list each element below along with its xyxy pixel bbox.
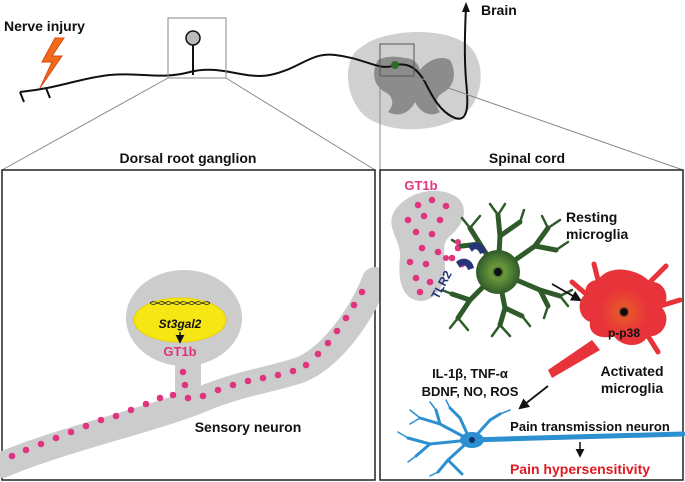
- spinal-terminal-icon: [391, 61, 399, 69]
- activated-label-1: Activated: [600, 363, 663, 379]
- gt1b-spinal-label: GT1b: [404, 178, 437, 193]
- nerve-fiber: [19, 2, 470, 120]
- pain-transmission-neuron: [397, 399, 685, 477]
- sensory-neuron-label: Sensory neuron: [195, 419, 302, 435]
- drg-zoom-box: [167, 17, 227, 79]
- nerve-injury-label: Nerve injury: [4, 18, 85, 34]
- dna-icon: [149, 301, 211, 305]
- gt1b-drg-label: GT1b: [163, 344, 196, 359]
- cytokines-label-2: BDNF, NO, ROS: [422, 384, 519, 399]
- pain-neuron-nucleus: [469, 437, 475, 443]
- spinal-cord-title: Spinal cord: [489, 150, 565, 166]
- activated-label-2: microglia: [601, 380, 663, 396]
- release-arrow: [518, 385, 549, 410]
- gene-label: St3gal2: [159, 317, 202, 331]
- resting-microglia-nucleus: [494, 268, 502, 276]
- pain-neuron-label: Pain transmission neuron: [510, 419, 670, 434]
- tlr2-receptors: [443, 239, 486, 270]
- zoom-projection-lines: [1, 75, 684, 171]
- pain-hypersensitivity-label: Pain hypersensitivity: [510, 461, 650, 477]
- arrow-to-brain-icon: [462, 2, 470, 12]
- drg-title: Dorsal root ganglion: [120, 150, 257, 166]
- cytokines-label-1: IL-1β, TNF-α: [432, 366, 508, 381]
- brain-label: Brain: [481, 2, 517, 18]
- resting-label-2: microglia: [566, 226, 628, 242]
- lightning-bolt-icon: [39, 37, 65, 89]
- resting-label-1: Resting: [566, 209, 617, 225]
- activated-microglia: [548, 261, 683, 378]
- spinal-zoom-box: [379, 43, 415, 77]
- activation-arrow: [551, 283, 582, 302]
- sensory-neuron: St3gal2 GT1b: [0, 267, 388, 478]
- drg-soma-icon: [185, 30, 201, 46]
- gt1b-dots-drg: [8, 288, 366, 460]
- resting-microglia: [440, 202, 574, 338]
- pp38-label: p-p38: [608, 326, 640, 340]
